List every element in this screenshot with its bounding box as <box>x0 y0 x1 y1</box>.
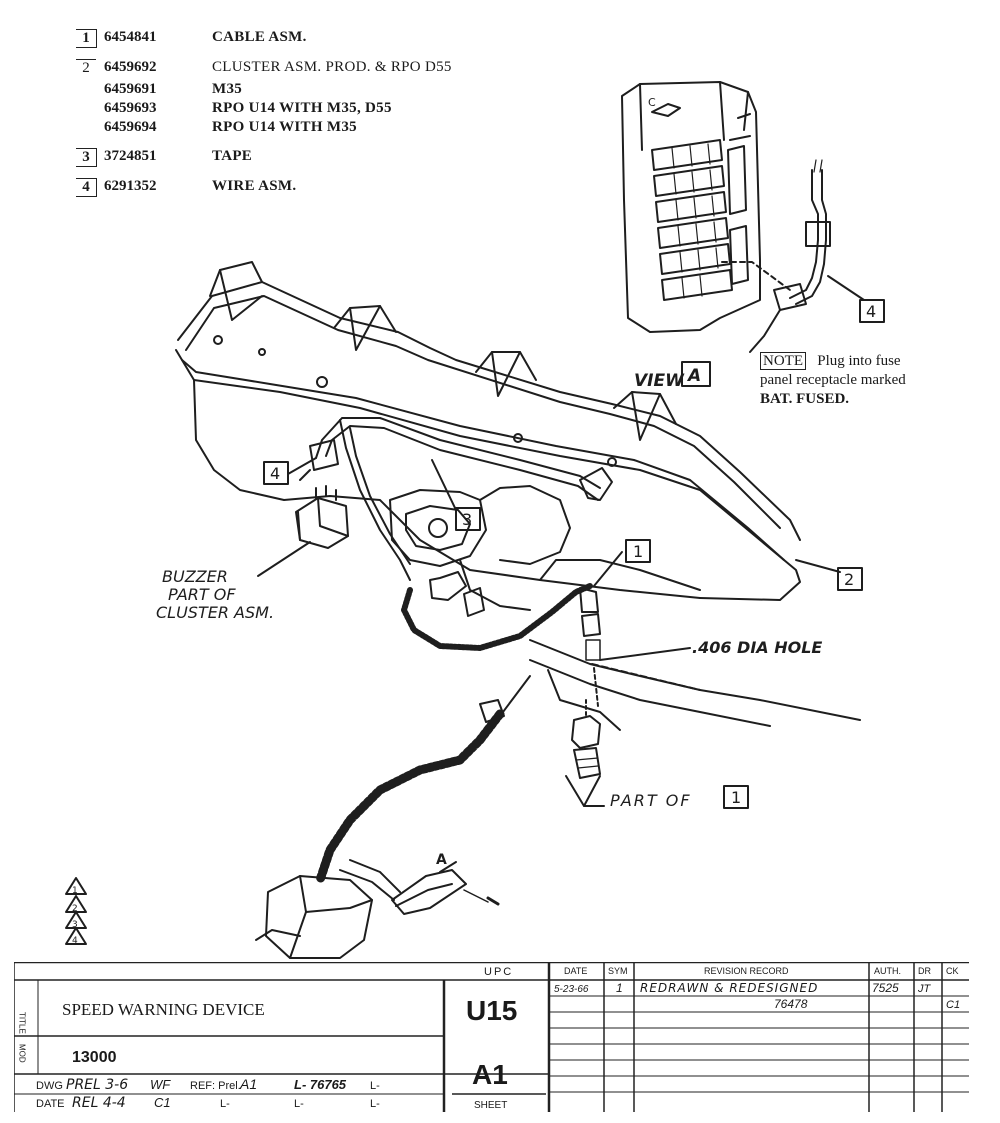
part-of-tag: 1 <box>731 788 741 807</box>
date-label: DATE <box>36 1098 65 1110</box>
title-label: TITLE <box>18 1012 27 1034</box>
part-number: 3724851 <box>104 148 157 164</box>
rev-ck: C1 <box>946 999 960 1011</box>
triangle-tag-3: 3 <box>72 920 78 930</box>
buzzer-label-3: CLUSTER ASM. <box>156 603 274 622</box>
ref-label: REF: Prel. <box>190 1080 241 1092</box>
part-of-tag-box <box>723 785 749 809</box>
l-number: L- 76765 <box>294 1077 347 1092</box>
cable-tag: 1 <box>633 542 643 561</box>
dwg-initials: WF <box>150 1077 171 1092</box>
part-index: 3 <box>76 148 97 167</box>
note-line-3: BAT. FUSED. <box>760 391 850 407</box>
dwg-label: DWG <box>36 1080 63 1092</box>
part-index: 1 <box>76 29 97 48</box>
mod-label: MOD <box>18 1044 27 1063</box>
triangle-1 <box>65 877 87 895</box>
cluster-tag: 2 <box>844 570 854 589</box>
view-letter: A <box>686 366 701 386</box>
cluster-tag-box <box>837 567 863 591</box>
part-number: 6459691 <box>104 81 157 97</box>
upc-header: UPC <box>484 966 513 978</box>
buzzer-label-1: BUZZER <box>162 567 228 586</box>
l-field-4: L- <box>294 1098 304 1110</box>
sheet-code: A1 <box>472 1059 508 1090</box>
connector-letter: A <box>436 852 447 868</box>
instrument-cluster-housing <box>175 261 861 959</box>
wire-tag: 4 <box>270 464 280 483</box>
part-index: 4 <box>76 178 97 197</box>
sym-header: SYM <box>608 966 628 976</box>
cable-tag-box <box>625 539 651 563</box>
rev-dr: JT <box>917 983 932 995</box>
rev-text: REDRAWN & REDESIGNED <box>640 981 818 995</box>
installation-note: NOTE Plug into fuse panel receptacle mar… <box>760 352 990 409</box>
rev-text-2: 76478 <box>774 997 808 1011</box>
triangle-tag-2: 2 <box>72 904 78 914</box>
rev-auth: 7525 <box>872 981 899 995</box>
part-description: RPO U14 WITH M35 <box>212 119 357 135</box>
l-field-5: L- <box>370 1098 380 1110</box>
note-line-2: panel receptacle marked <box>760 372 906 388</box>
parts-list: 1 6454841 CABLE ASM. 2 6459692 CLUSTER A… <box>72 28 592 199</box>
assembly-drawing: C 4 4 3 1 2 1 VIEW A BUZZER PART OF CLUS… <box>65 81 885 959</box>
part-description: TAPE <box>212 148 253 164</box>
part-number: 6459693 <box>104 100 157 116</box>
date-header: DATE <box>564 966 587 976</box>
buzzer-label-2: PART OF <box>168 585 236 604</box>
tape-tag-box <box>455 507 481 531</box>
part-description: M35 <box>212 81 243 97</box>
part-description: CLUSTER ASM. PROD. & RPO D55 <box>212 59 452 75</box>
view-letter-box <box>681 361 711 387</box>
rev-date: 5-23-66 <box>554 984 589 995</box>
part-number: 6291352 <box>104 178 157 194</box>
date-value: REL 4-4 <box>72 1095 126 1111</box>
ref-value: A1 <box>239 1076 257 1092</box>
title-block: UPC DATE SYM REVISION RECORD AUTH. DR CK… <box>14 962 969 1112</box>
part-index: 2 <box>76 59 96 77</box>
wire-tag-view: 4 <box>866 302 876 321</box>
part-description: WIRE ASM. <box>212 178 297 194</box>
auth-header: AUTH. <box>874 966 901 976</box>
part-description: CABLE ASM. <box>212 29 307 45</box>
hole-label: .406 DIA HOLE <box>692 638 822 657</box>
triangle-4 <box>65 927 87 945</box>
sheet-label: SHEET <box>474 1100 507 1111</box>
part-number: 6459692 <box>104 59 157 75</box>
fuse-panel-letter: C <box>648 96 656 109</box>
drawing-title: SPEED WARNING DEVICE <box>62 1000 265 1019</box>
parts-row: 4 6291352 WIRE ASM. <box>72 177 592 199</box>
l-field-2: L- <box>370 1080 380 1092</box>
dwg-value: PREL 3-6 <box>66 1077 128 1093</box>
rev-sym: 1 <box>616 981 623 995</box>
note-label: NOTE <box>760 352 806 370</box>
parts-row: 6459693 RPO U14 WITH M35, D55 <box>72 99 592 118</box>
tape-tag: 3 <box>462 510 472 529</box>
parts-row: 1 6454841 CABLE ASM. <box>72 28 592 50</box>
part-number: 6454841 <box>104 29 157 45</box>
l-field-3: L- <box>220 1098 230 1110</box>
note-line-1: Plug into fuse <box>817 353 901 369</box>
revision-header: REVISION RECORD <box>704 966 789 976</box>
view-label: VIEW <box>634 371 685 391</box>
date-initials: C1 <box>154 1095 171 1110</box>
parts-row: 6459691 M35 <box>72 80 592 99</box>
triangle-tag-1: 1 <box>72 886 78 896</box>
parts-row: 3 3724851 TAPE <box>72 147 592 169</box>
ck-header: CK <box>946 966 959 976</box>
wire-tag-box-view <box>859 299 885 323</box>
triangle-tag-4: 4 <box>72 936 78 946</box>
part-number: 6459694 <box>104 119 157 135</box>
parts-row: 6459694 RPO U14 WITH M35 <box>72 118 592 137</box>
part-of-label: PART OF <box>610 791 692 810</box>
upc-value: U15 <box>466 995 517 1026</box>
part-description: RPO U14 WITH M35, D55 <box>212 100 392 116</box>
wire-tag-box <box>263 461 289 485</box>
dr-header: DR <box>918 966 931 976</box>
fuse-panel-illustration <box>621 81 865 353</box>
mod-value: 13000 <box>72 1049 117 1066</box>
parts-row: 2 6459692 CLUSTER ASM. PROD. & RPO D55 <box>72 58 592 80</box>
